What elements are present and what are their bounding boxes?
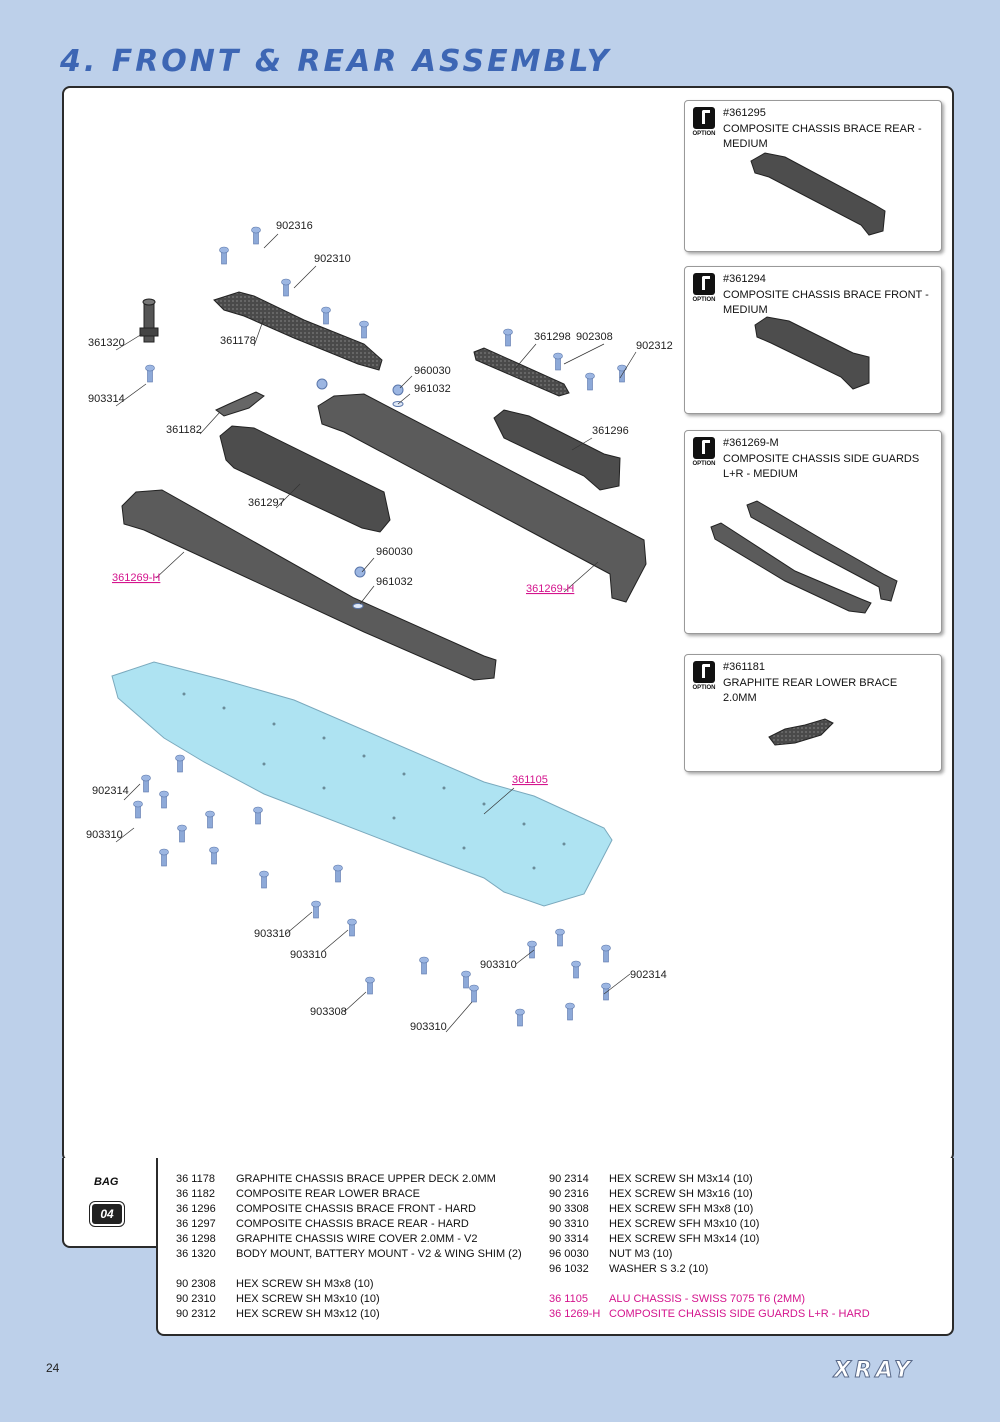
thumbs-up-icon: OPTION [690,437,718,471]
label-903310-a: 903310 [86,829,123,841]
label-361178: 361178 [220,335,256,347]
label-903314: 903314 [88,393,125,405]
label-902310: 902310 [314,253,351,265]
page-number: 24 [46,1361,60,1375]
assembly-diagram-panel: 902316 902310 361320 361178 903314 36129… [62,86,954,1162]
label-903310-d: 903310 [480,959,517,971]
brace-rear-medium-part [750,152,886,236]
bag-indicator: BAG 04 [62,1158,160,1248]
brace-front-part [493,409,621,491]
label-361298: 361298 [534,331,571,343]
option-card-361294: OPTION #361294 COMPOSITE CHASSIS BRACE F… [684,266,942,414]
label-961032-b: 961032 [376,576,413,588]
option-card-361181: OPTION #361181 GRAPHITE REAR LOWER BRACE… [684,654,942,772]
label-903310-c: 903310 [290,949,327,961]
body-mount-part [139,298,159,343]
label-902312: 902312 [636,340,673,352]
option-name: GRAPHITE REAR LOWER BRACE 2.0MM [723,677,898,704]
label-902314-b: 902314 [630,969,667,981]
label-361296: 361296 [592,425,629,437]
alu-chassis-part [111,661,613,907]
bag-number: 04 [89,1201,125,1227]
exploded-view-diagram: 902316 902310 361320 361178 903314 36129… [86,220,673,1033]
label-902314-a: 902314 [92,785,129,797]
option-number: #361269-M [723,437,779,449]
rear-lower-brace-graphite-part [768,718,834,746]
option-number: #361181 [723,661,766,673]
label-961032-a: 961032 [414,383,451,395]
label-361320: 361320 [88,337,125,349]
side-guard-left-part [121,489,497,681]
label-361269h-left: 361269-H [112,572,160,584]
thumbs-up-icon: OPTION [690,273,718,307]
label-902308: 902308 [576,331,613,343]
thumbs-up-icon: OPTION [690,107,718,141]
label-361297: 361297 [248,497,285,509]
option-card-361269m: OPTION #361269-M COMPOSITE CHASSIS SIDE … [684,430,942,634]
option-name: COMPOSITE CHASSIS BRACE FRONT - MEDIUM [723,289,929,316]
label-960030-a: 960030 [414,365,451,377]
label-903308: 903308 [310,1006,347,1018]
wire-cover-part [473,347,570,397]
bag-label: BAG [94,1176,119,1188]
label-903310-b: 903310 [254,928,291,940]
label-361269h-right: 361269-H [526,583,574,595]
xray-logo: XRAY [796,1358,952,1382]
option-card-361295: OPTION #361295 COMPOSITE CHASSIS BRACE R… [684,100,942,252]
logo-text: XRAY [832,1358,914,1382]
page-title: 4. FRONT & REAR ASSEMBLY [60,44,612,79]
thumbs-up-icon: OPTION [690,661,718,695]
option-name: COMPOSITE CHASSIS SIDE GUARDS L+R - MEDI… [723,453,920,480]
rear-lower-brace-part [215,391,265,417]
label-902316: 902316 [276,220,313,232]
option-number: #361295 [723,107,766,119]
label-361105: 361105 [512,774,548,786]
upper-deck-part [213,291,383,371]
brace-front-medium-part [754,316,870,390]
option-number: #361294 [723,273,766,285]
side-guard-right-part [317,393,647,603]
option-name: COMPOSITE CHASSIS BRACE REAR - MEDIUM [723,123,922,150]
label-361182: 361182 [166,424,202,436]
brace-rear-part [219,425,391,533]
label-960030-b: 960030 [376,546,413,558]
side-guards-medium-part [710,500,898,614]
label-903310-e: 903310 [410,1021,447,1033]
